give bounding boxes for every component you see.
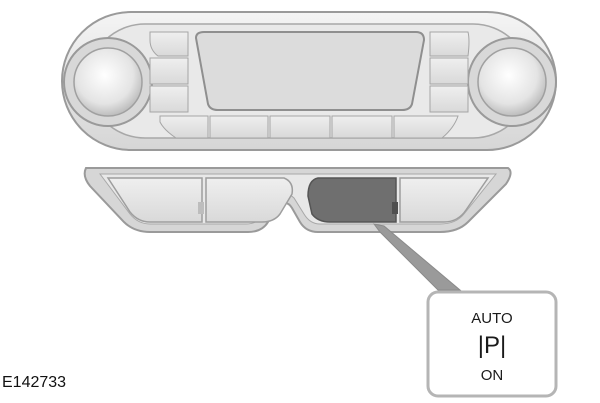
park-assist-button[interactable] (307, 177, 398, 223)
callout-on-label: ON (481, 367, 504, 384)
display-screen (194, 31, 426, 111)
callout-park-symbol: |P| (478, 332, 506, 359)
lower-left-button-1[interactable] (106, 177, 204, 223)
left-side-buttons[interactable] (149, 31, 189, 113)
callout-box: AUTO |P| ON (426, 290, 558, 398)
callout-leader (372, 223, 462, 291)
lower-left-button-2[interactable] (205, 177, 294, 223)
right-rotary-knob[interactable] (467, 37, 557, 127)
lower-switch-panel (83, 167, 512, 233)
right-side-buttons[interactable] (429, 31, 470, 113)
figure-reference-code: E142733 (2, 374, 67, 391)
bottom-button-row[interactable] (159, 115, 459, 139)
climate-control-unit (61, 11, 557, 151)
callout-auto-label: AUTO (471, 310, 512, 327)
lower-right-button[interactable] (399, 177, 490, 223)
left-rotary-knob[interactable] (63, 37, 153, 127)
